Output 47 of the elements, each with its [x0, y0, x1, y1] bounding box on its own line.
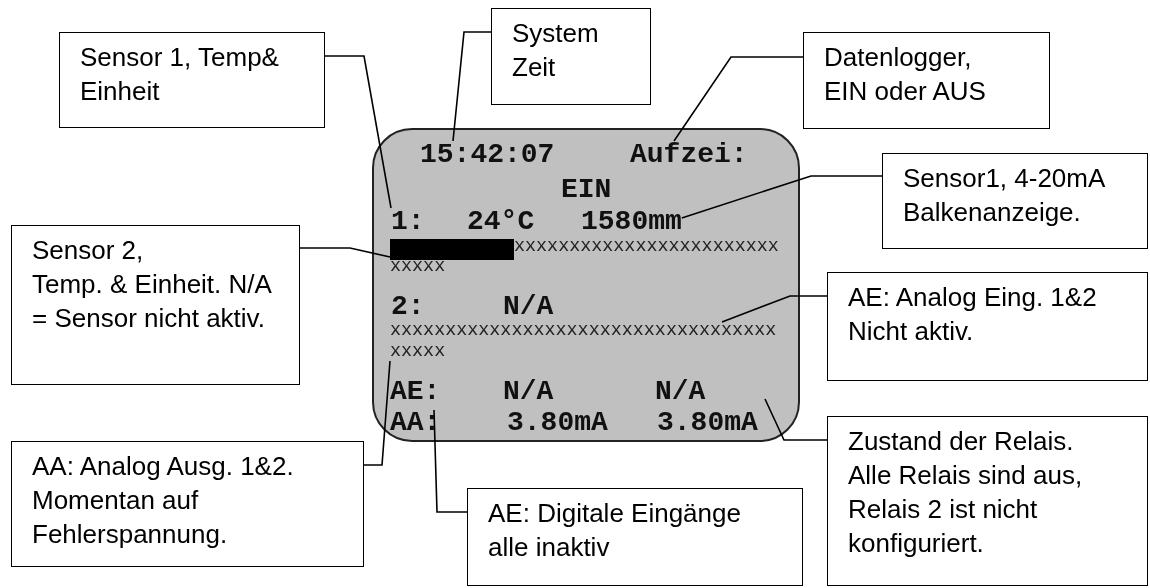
display-text: 1: [391, 208, 425, 236]
leader-line [299, 247, 391, 258]
display-text: N/A [503, 293, 554, 321]
callout-text: AA: Analog Ausg. 1&2. Momentan auf Fehlerspannung. [32, 450, 295, 551]
bar-track-text: xxxxxxxxxxxxxxxxxxxxxxxxxxxxxxxxxxx [390, 322, 777, 340]
callout-text: System Zeit [512, 17, 600, 84]
callout-text: Sensor 1, Temp& Einheit [80, 41, 280, 108]
bar-graph [390, 239, 514, 260]
callout-box [59, 32, 325, 128]
display-text: 2: [391, 293, 425, 321]
display-text: N/A [503, 378, 554, 406]
current-readout: 3.80mA [507, 409, 608, 437]
bar-track-text: xxxxx [390, 343, 446, 361]
leader-line [363, 360, 391, 466]
callout-text: Zustand der Relais. Alle Relais sind aus, Relais 2 ist nicht konfiguriert. [848, 425, 1084, 560]
display-text: N/A [655, 378, 706, 406]
callout-text: AE: Analog Eing. 1&2 Nicht aktiv. [848, 281, 1098, 348]
leader-line [764, 398, 828, 441]
leader-line [681, 175, 883, 219]
callout-box [827, 416, 1148, 586]
callout-box [11, 441, 364, 567]
leader-line [433, 409, 468, 513]
callout-box [467, 488, 803, 586]
display-text: AE: [390, 378, 441, 406]
callout-text: Sensor 2, [32, 234, 145, 267]
bar-track-text: xxxxx [390, 258, 446, 276]
current-readout: 3.80mA [657, 409, 758, 437]
display-text: AA: [390, 409, 441, 437]
display-screen [372, 128, 800, 442]
callout-box [803, 32, 1050, 129]
leader-line [452, 31, 492, 142]
callout-box [827, 272, 1148, 381]
display-text: EIN [561, 176, 612, 204]
bar-track-text: xxxxxxxxxxxxxxxxxxxxxxxx [514, 238, 779, 256]
callout-text: AE: Digitale Eingänge alle inaktiv [488, 497, 742, 564]
callout-text: Sensor1, 4-20mA Balkenanzeige. [903, 162, 1106, 229]
level-readout: 1580mm [581, 208, 682, 236]
callout-text: Temp. & Einheit. N/A = Sensor nicht aktiv. [32, 268, 272, 335]
callout-text: Datenlogger, EIN oder AUS [824, 41, 987, 108]
callout-box [882, 153, 1148, 249]
callout-box [11, 225, 300, 385]
display-text: Aufzei: [630, 141, 748, 169]
time-readout: 15:42:07 [420, 141, 555, 169]
callout-box [491, 8, 651, 105]
leader-line [721, 295, 828, 323]
temperature-readout: 24°C [467, 208, 535, 236]
leader-line [324, 55, 392, 209]
